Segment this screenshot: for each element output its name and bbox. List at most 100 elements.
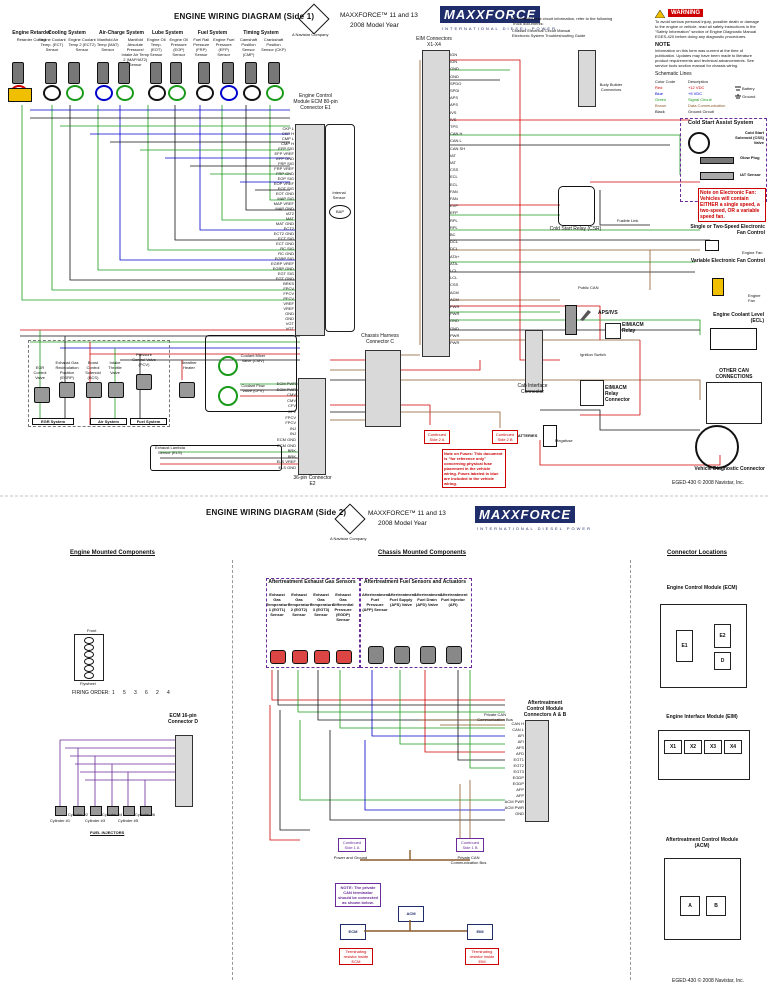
aft-exhaust-icon	[314, 650, 330, 664]
loc-ecm-label: Engine Control Module (ECM)	[666, 585, 738, 591]
acm-pin-label: EGDP	[512, 775, 524, 780]
ecm-pin-label: VGT	[285, 321, 294, 326]
fuel-injectors-label: FUEL INJECTORS	[90, 830, 125, 835]
eim-pin-label: IAT	[450, 152, 456, 158]
legend-row-desc: Ground Circuit	[688, 109, 714, 114]
ecm-pin-label: PFCV	[283, 296, 294, 301]
acm-pin-label: AFD	[516, 751, 524, 756]
acm-pin-label: CAN H	[511, 721, 524, 726]
public-can-label: Public CAN	[578, 285, 599, 290]
acm-pin-label: EGDP	[512, 781, 524, 786]
acm-pin-label: EGT1	[513, 757, 524, 762]
continued-side1-a-sub: Power and Ground	[333, 855, 368, 860]
terminator-right: Terminating resistor inside EIM	[465, 948, 499, 965]
maxxforce-tagline: INTERNATIONAL DIESEL POWER	[442, 26, 557, 31]
ecm-pin-label: VREF	[283, 306, 294, 311]
bottom-system-label: EGR System	[32, 418, 74, 425]
acm-conn-title: Aftertreatment Control Module Connectors…	[523, 700, 567, 718]
legend-row-code: Black	[655, 109, 665, 114]
loc-acm-b: B	[706, 896, 726, 916]
component-label: Exhaust Lambda Sensor (ELS)	[154, 445, 186, 455]
info-item-1: Chassis Electrical Circuit Manual	[512, 28, 571, 33]
glow-plug-label: Glow Plug	[740, 155, 760, 160]
aft-exhaust-label: Exhaust Gas Temperature 1 (EGT1) Sensor	[266, 592, 290, 617]
private-can-label: Private CAN Communication Bus	[477, 712, 513, 722]
firing-order-label: FIRING ORDER:	[72, 690, 110, 696]
eim-pin-label: ATA+	[450, 253, 460, 259]
other-can-label: OTHER CAN CONNECTIONS	[715, 368, 753, 380]
loc-ecm-module	[660, 604, 747, 688]
iat-sensor-label: IAT Sensor	[740, 172, 761, 177]
eim-pin-label: ACM	[450, 289, 459, 295]
sensor-body-icon	[68, 62, 80, 84]
ecm-pin-label: VGT	[285, 326, 294, 331]
eim-pin-label: PWR	[450, 332, 460, 338]
system-item-label: Engine Fuel Pressure (EFP) Sensor	[213, 37, 235, 57]
glow-plug-icon	[700, 157, 734, 164]
acm-pin-label: AFI	[517, 733, 524, 738]
eim-pin-label: FAN	[450, 188, 458, 194]
ecm-d-title: ECM 16-pin Connector D	[168, 713, 198, 725]
eim-acm-relay-connector-label: EIM/ACM Relay Connector	[605, 385, 630, 403]
aft-exhaust-label: Exhaust Gas Differential Pressure (EGDP)…	[332, 592, 354, 622]
ecm-d-connector	[175, 735, 193, 807]
cab-interface-connector	[525, 330, 543, 392]
maxxforce-logo-2: MAXXFORCE	[475, 506, 576, 523]
component-icon	[179, 382, 195, 398]
component-label: Coolant Mixer Valve (CMV)	[240, 353, 266, 363]
ecm-e1-connector	[295, 124, 325, 336]
ecm-pin-label: VREF	[283, 301, 294, 306]
ecm-pin-label: MAT GND	[275, 221, 294, 226]
cylinder-label: Cylinder #4	[101, 812, 123, 817]
eim-location-connector: X3	[704, 740, 722, 754]
legend-row-code: Red	[655, 85, 663, 90]
legend-row-desc: Signal Circuit	[688, 97, 712, 102]
sensor-connector-icon	[220, 85, 238, 101]
legend-row-code: Green	[655, 97, 667, 102]
acm-pin-label: EGT2	[513, 763, 524, 768]
bottom-components-frame	[28, 340, 170, 427]
info-item-2: Electronic System Troubleshooting Guide	[512, 33, 586, 38]
aft-fuel-title: Aftertreatment Fuel Sensors and Actuator…	[363, 579, 467, 585]
ecm-pin-label: EGT GND	[275, 276, 294, 281]
eim-pin-label: LCL	[450, 268, 458, 273]
system-header: Engine Retarder	[12, 30, 51, 36]
injector-icon	[107, 806, 119, 816]
sensor-body-icon	[45, 62, 57, 84]
eim-pin-label: GND	[450, 66, 459, 72]
system-item-label: Engine Coolant Temp 2 (ECT2) Sensor	[68, 37, 96, 52]
ecm-e2-pin-label: ECM PWR	[276, 381, 296, 386]
sensor-connector-icon	[43, 85, 61, 101]
cylinder-dot	[84, 665, 94, 672]
sheet2-title: ENGINE WIRING DIAGRAM (Side 2)	[206, 508, 347, 517]
eim-connector	[422, 50, 450, 357]
ecm-pin-label: CMP H	[281, 141, 294, 146]
eim-location-connector: X4	[724, 740, 742, 754]
eim-pin-label: EVP	[450, 203, 459, 209]
eim-pin-label: CAN SH	[450, 145, 466, 151]
cab-interface-label: Cab Interface Connector	[517, 383, 548, 395]
sensor-body-icon	[198, 62, 210, 84]
sheet2-year: 2008 Model Year	[378, 520, 427, 527]
cylinder-label: Cylinder #2	[67, 812, 89, 817]
aft-exhaust-title: Aftertreatment Exhaust Gas Sensors	[268, 579, 356, 585]
note-text: Information on this form was current at …	[655, 48, 754, 68]
chassis-harness-title: Chassis Harness Connector C	[361, 333, 399, 345]
system-item-label: Retarder Control	[16, 37, 47, 42]
ecm-pin-label: FRP VREF	[274, 166, 294, 171]
pedal-icon	[578, 308, 592, 322]
cylinder-label: Cylinder #3	[84, 818, 106, 823]
firing-order-number: 5	[123, 690, 126, 696]
batteries-label: BATTERIES	[515, 433, 538, 438]
system-header: Fuel System	[197, 30, 228, 36]
sensor-connector-icon	[116, 85, 134, 101]
acm-pin-label: ACM PWR	[504, 805, 524, 810]
eim-location-connector: X2	[684, 740, 702, 754]
aps-ivs-connector	[565, 305, 577, 335]
ecm-pin-label: ECT GND	[276, 241, 294, 246]
maxxforce-tagline-2: INTERNATIONAL DIESEL POWER	[477, 526, 592, 531]
acm-pin-label: AFS	[516, 745, 524, 750]
eim-pin-label: APS	[450, 95, 459, 101]
warning-label: WARNING	[668, 9, 703, 17]
front-label: Front	[87, 628, 97, 633]
